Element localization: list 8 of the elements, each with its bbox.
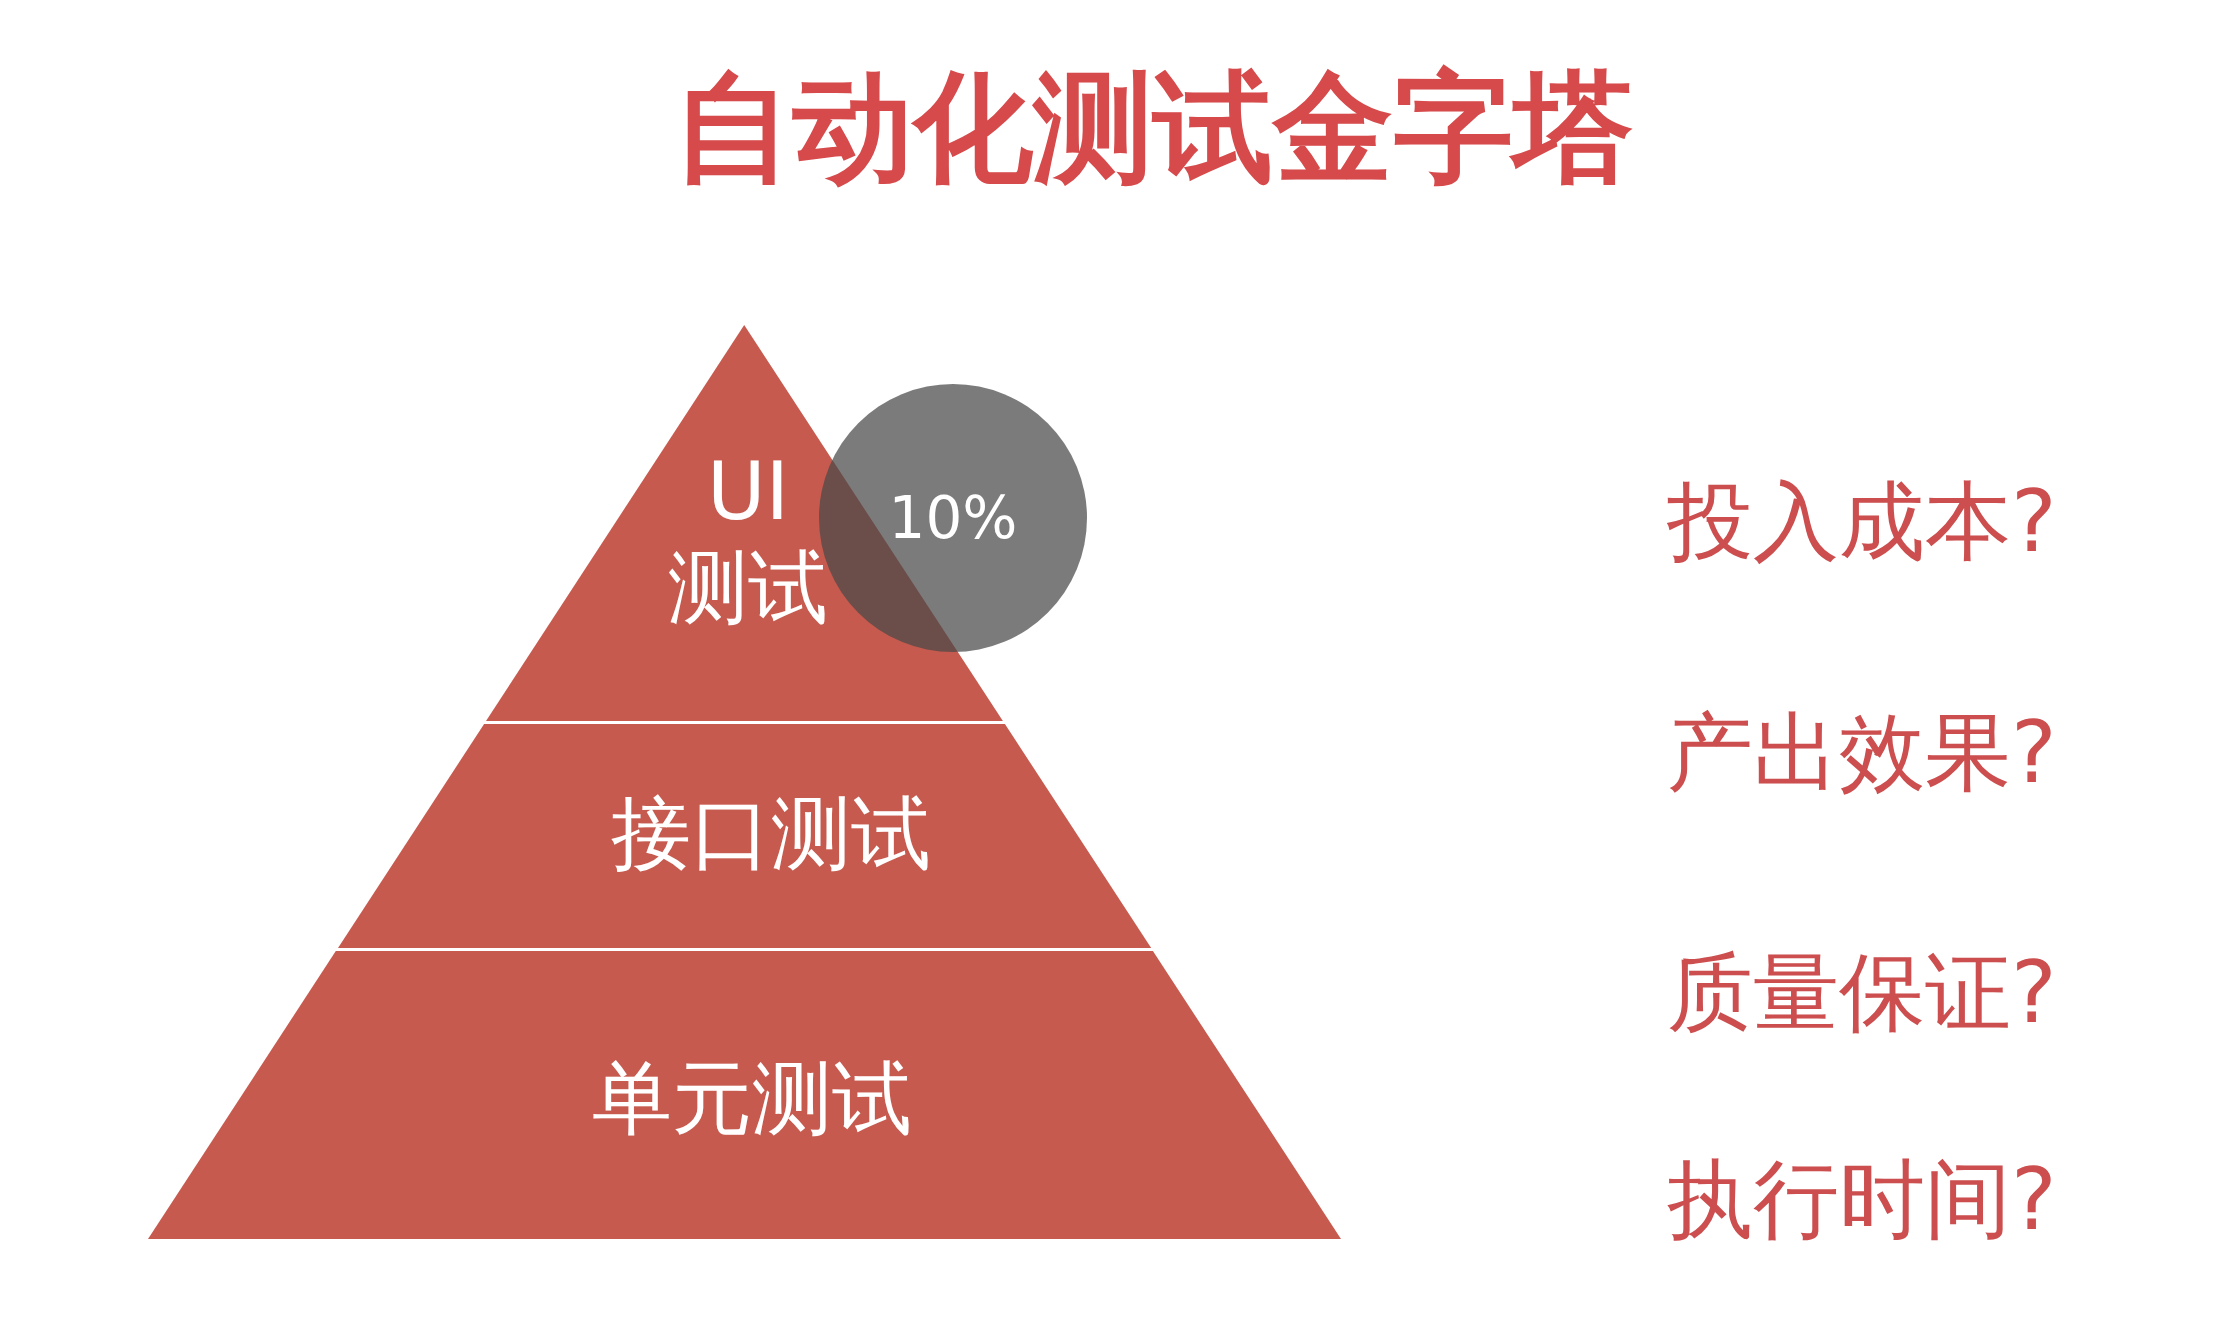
question-label: 投入成本? xyxy=(1667,478,2057,564)
tier-label: UI测试 xyxy=(667,444,829,636)
question-label: 执行时间? xyxy=(1667,1156,2057,1242)
tier-label: 单元测试 xyxy=(591,1051,913,1147)
tier-label: 接口测试 xyxy=(610,786,932,882)
question-label: 产出效果? xyxy=(1667,709,2057,795)
question-label: 质量保证? xyxy=(1667,949,2057,1035)
percentage-label: 10% xyxy=(888,489,1018,547)
